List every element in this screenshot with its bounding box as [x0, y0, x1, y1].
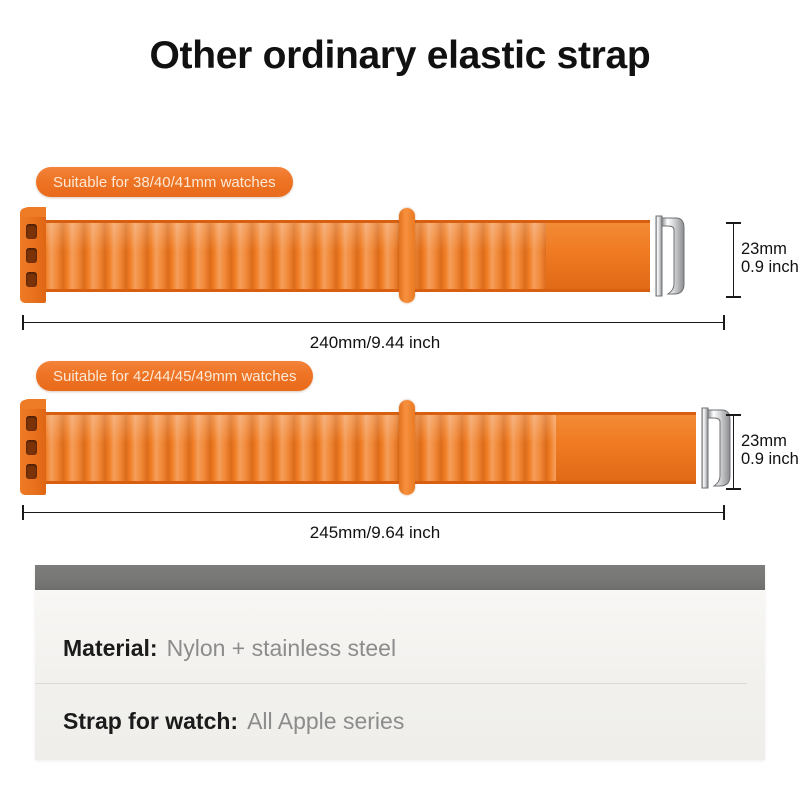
dimension-label-length-small: 240mm/9.44 inch [309, 333, 441, 352]
width-value-inch: 0.9 inch [741, 258, 799, 277]
page-title: Other ordinary elastic strap [149, 34, 651, 77]
badge-strap-1-label: Suitable for 38/40/41mm watches [53, 173, 276, 191]
spec-label-strap-for-watch: Strap for watch: [63, 708, 239, 734]
specs-row-divider [35, 683, 747, 684]
lug-slot [26, 464, 37, 479]
lug-connector-small [20, 207, 46, 303]
spec-value-strap-for-watch: All Apple series [247, 708, 405, 734]
dimension-cap [22, 505, 24, 520]
lug-slot [26, 224, 37, 239]
strap-band-ribbed [46, 220, 546, 292]
dimension-cap [726, 414, 741, 416]
spec-label-material: Material: [63, 635, 158, 661]
badge-strap-2-label: Suitable for 42/44/45/49mm watches [53, 367, 297, 385]
width-value-mm: 23mm [741, 432, 787, 450]
metal-buckle [696, 406, 736, 490]
width-value-mm: 23mm [741, 240, 787, 258]
band-sheen [46, 415, 556, 443]
strap-large [20, 399, 731, 495]
keeper-loop [399, 208, 415, 303]
dimension-cap [723, 505, 725, 520]
strap-small [20, 207, 685, 303]
specs-panel-header-bar [35, 565, 765, 590]
dimension-line-width-large [726, 414, 741, 490]
dimension-label-width-large: 23mm 0.9 inch [741, 432, 799, 469]
dimension-cap [726, 488, 741, 490]
keeper-loop [399, 400, 415, 495]
strap-band-ribbed [46, 412, 556, 484]
dimension-label-width-small: 23mm 0.9 inch [741, 240, 799, 277]
lug-slot [26, 272, 37, 287]
spec-value-material: Nylon + stainless steel [166, 635, 397, 661]
specs-panel: Material: Nylon + stainless steel Strap … [35, 565, 765, 760]
band-sheen [46, 223, 546, 251]
dimension-cap [726, 222, 741, 224]
dimension-line-length-large [22, 505, 725, 520]
spec-row-material: Material: Nylon + stainless steel [63, 635, 396, 662]
dimension-label-length-large: 245mm/9.64 inch [309, 523, 441, 542]
dimension-cap [723, 315, 725, 330]
strap-band-tail [556, 412, 696, 484]
dimension-line-width-small [726, 222, 741, 298]
strap-band-tail [546, 220, 650, 292]
badge-strap-1: Suitable for 38/40/41mm watches [36, 167, 293, 197]
lug-connector-large [20, 399, 46, 495]
lug-slot [26, 440, 37, 455]
dimension-line-length-small [22, 315, 725, 330]
lug-slot [26, 416, 37, 431]
width-value-inch: 0.9 inch [741, 450, 799, 469]
lug-slot [26, 248, 37, 263]
dimension-cap [726, 296, 741, 298]
dimension-cap [22, 315, 24, 330]
spec-row-strap-for-watch: Strap for watch: All Apple series [63, 708, 404, 735]
metal-buckle [650, 214, 690, 298]
badge-strap-2: Suitable for 42/44/45/49mm watches [36, 361, 314, 391]
